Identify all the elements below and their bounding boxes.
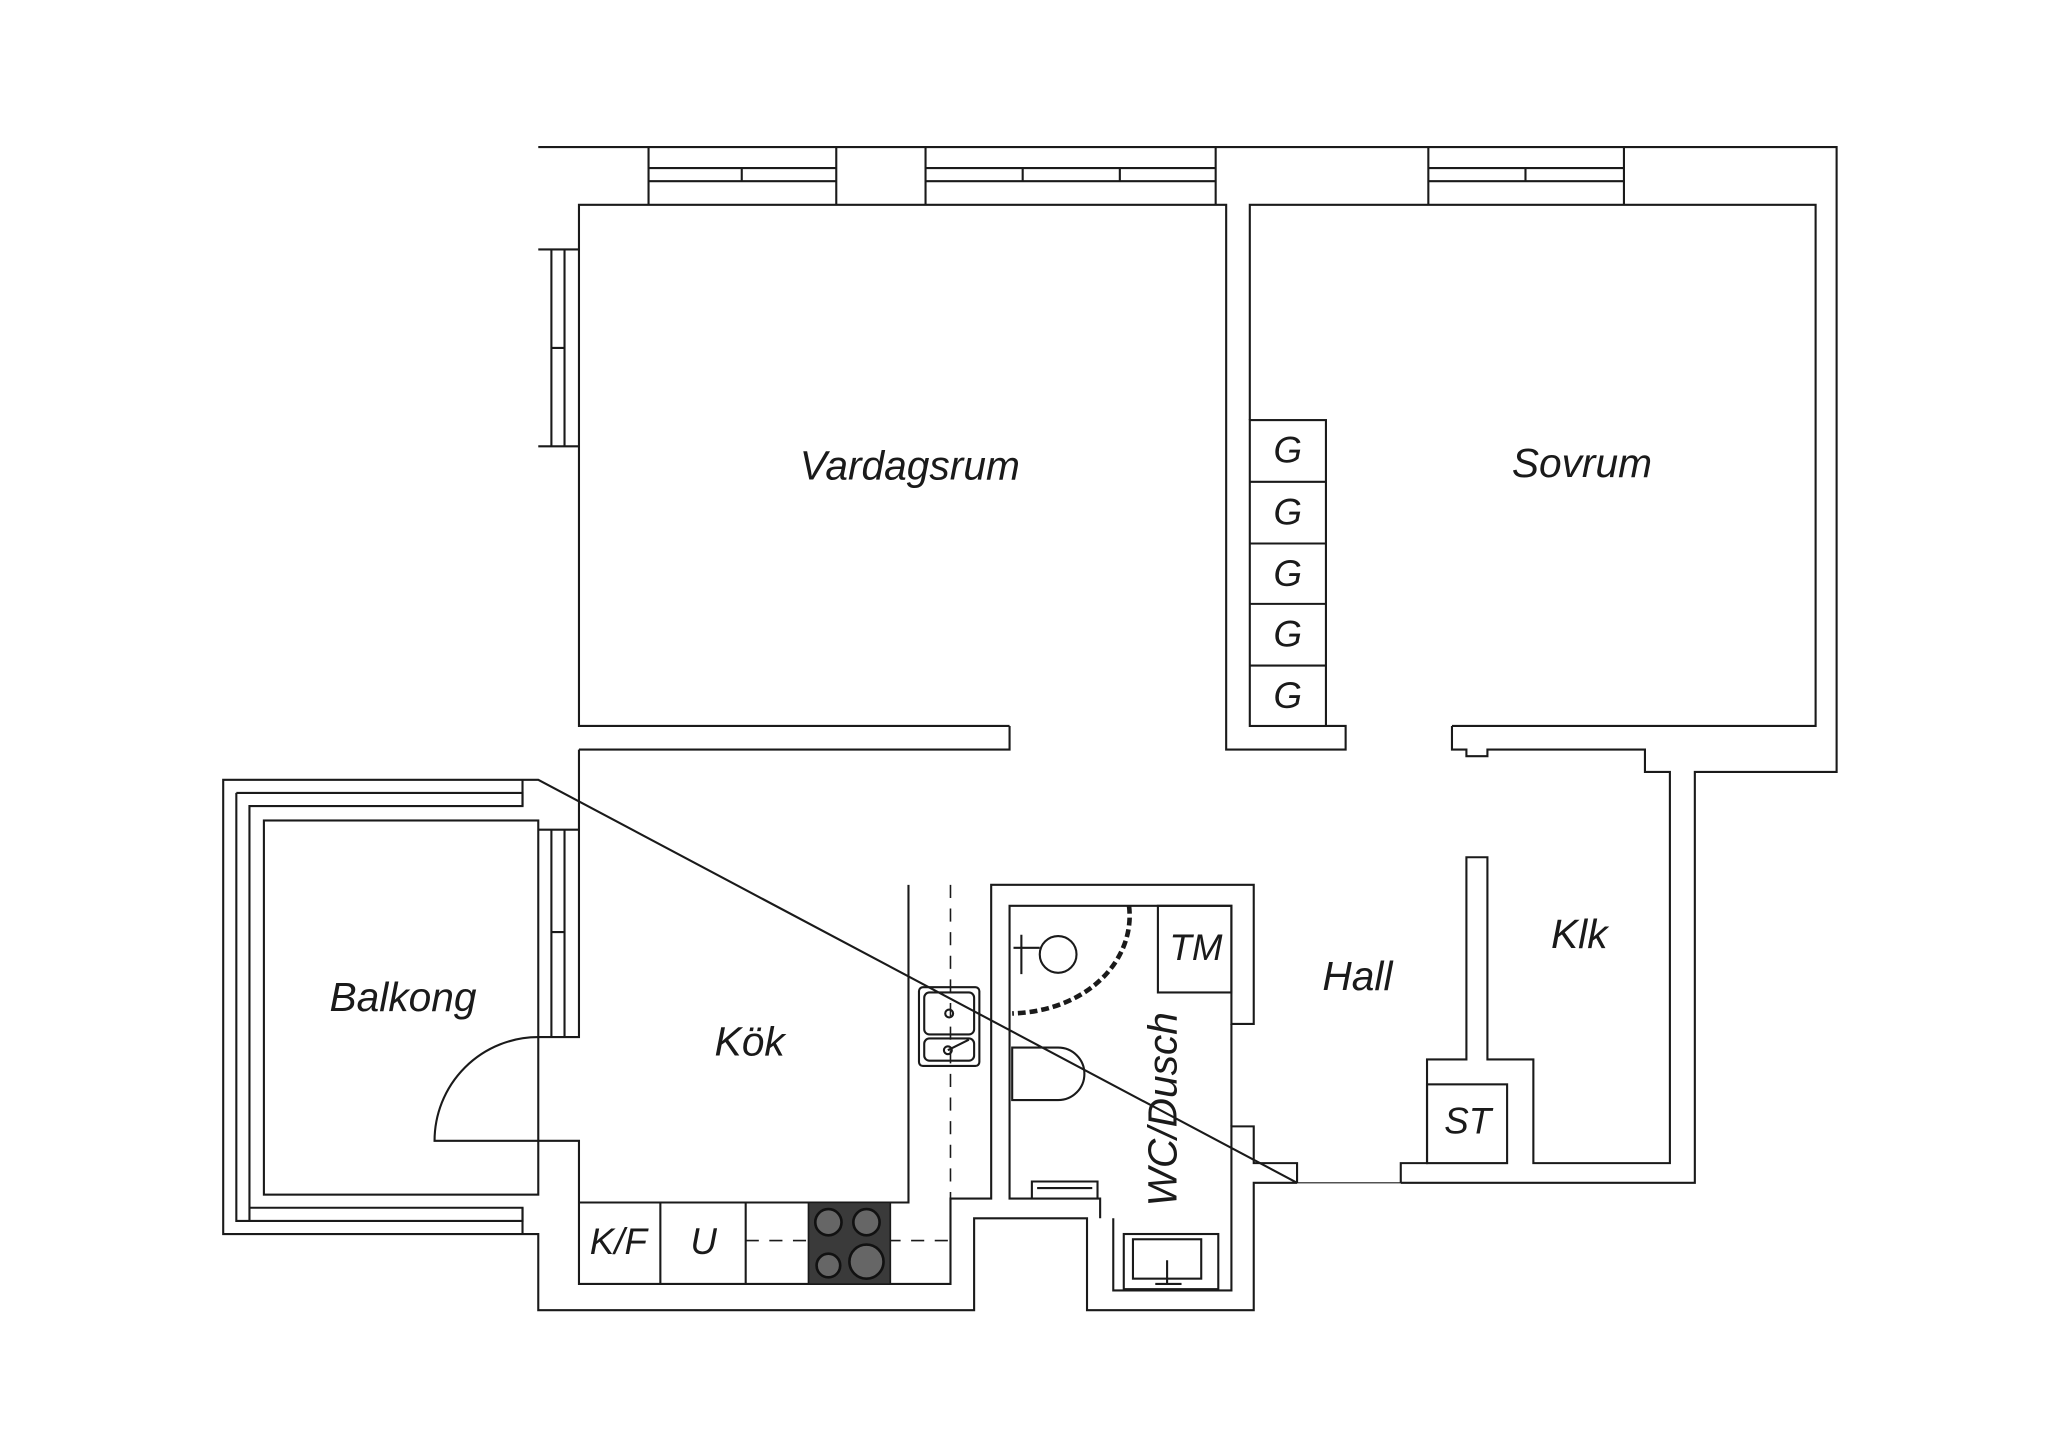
balcony-door xyxy=(433,1036,539,1142)
wardrobe-label: G xyxy=(1274,675,1303,716)
windows xyxy=(538,147,1625,1038)
room-label-closet: Klk xyxy=(1551,911,1610,957)
toilet-icon xyxy=(1011,1046,1086,1102)
stove-burners xyxy=(813,1207,885,1280)
outer-wall xyxy=(222,145,1838,1312)
room-label-bedroom: Sovrum xyxy=(1512,440,1652,486)
shower-icon xyxy=(1012,905,1132,1016)
room-label-balcony: Balkong xyxy=(330,974,477,1020)
washing-machine-label: TM xyxy=(1169,927,1222,968)
room-label-hall: Hall xyxy=(1322,953,1393,999)
room-label-kitchen: Kök xyxy=(715,1019,788,1065)
storage-box xyxy=(1425,1083,1509,1165)
living-kitchen-wall xyxy=(578,725,1011,751)
kitchen-sink-icon xyxy=(917,986,981,1068)
wardrobe-column: G G G G G xyxy=(1248,419,1327,728)
wardrobe-label: G xyxy=(1274,491,1303,532)
room-label-bathroom: WC/Dusch xyxy=(1140,1012,1186,1206)
washbasin-icon xyxy=(1122,1232,1220,1291)
living-room-walls xyxy=(577,203,1347,751)
room-label-living-room: Vardagsrum xyxy=(800,442,1020,488)
oven-label: U xyxy=(690,1221,717,1262)
kitchen-counter-edge xyxy=(578,884,910,1204)
bath-vent xyxy=(1030,1180,1099,1199)
wardrobe-label: G xyxy=(1274,430,1303,471)
balcony xyxy=(235,779,540,1235)
wardrobe-label: G xyxy=(1274,553,1303,594)
washing-machine-box xyxy=(1156,904,1233,994)
bedroom-walls xyxy=(1248,203,1817,728)
fridge-freezer-label: K/F xyxy=(590,1221,650,1262)
storage-label: ST xyxy=(1444,1100,1494,1141)
wardrobe-label: G xyxy=(1274,613,1303,654)
hall-walls xyxy=(1399,725,1671,1183)
